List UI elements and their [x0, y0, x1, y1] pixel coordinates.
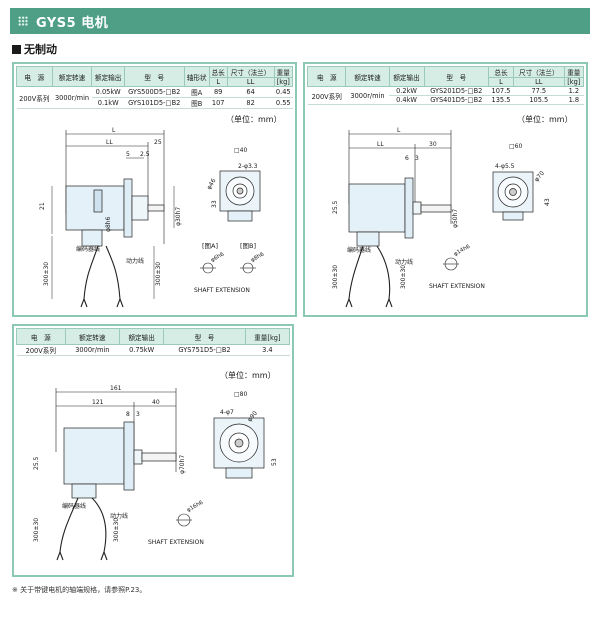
svg-text:3: 3	[136, 411, 140, 418]
svg-text:2-φ3.3: 2-φ3.3	[238, 163, 258, 170]
svg-text:6: 6	[405, 155, 409, 162]
svg-text:φ8h6: φ8h6	[250, 251, 266, 264]
svg-text:300±30: 300±30	[113, 518, 120, 542]
svg-text:25.5: 25.5	[332, 200, 339, 214]
svg-text:LL: LL	[377, 141, 384, 148]
section-title: 无制动	[12, 41, 57, 57]
svg-text:□80: □80	[234, 391, 247, 398]
svg-text:300±30: 300±30	[155, 262, 162, 286]
svg-text:φ70h7: φ70h7	[179, 455, 186, 474]
svg-text:φ8h6: φ8h6	[105, 216, 112, 232]
panel-gys500-gys101: 电 源 额定转速 额定输出 型 号 轴形状 总长 尺寸（法兰） 重量 L LL …	[12, 62, 297, 317]
svg-text:161: 161	[110, 385, 122, 392]
svg-text:8: 8	[126, 411, 130, 418]
panel-gys751: 电 源 额定转速 额定输出 型 号 重量[kg] 200V系列 3000r/mi…	[12, 324, 294, 577]
unit-label: （单位：mm）	[226, 115, 282, 124]
svg-text:编码器线: 编码器线	[62, 502, 86, 510]
svg-text:300±30: 300±30	[33, 518, 40, 542]
svg-text:25: 25	[154, 139, 162, 146]
svg-text:121: 121	[92, 399, 104, 406]
svg-text:2.5: 2.5	[140, 151, 150, 158]
svg-text:SHAFT EXTENSION: SHAFT EXTENSION	[429, 283, 485, 290]
unit-label: （单位：mm）	[517, 115, 573, 124]
drawing-1: L LL 25 5 2.5 21 300±30 300±30 φ30h7 φ8h…	[39, 127, 266, 308]
svg-text:L: L	[112, 127, 116, 134]
svg-text:33: 33	[211, 200, 218, 208]
svg-text:300±30: 300±30	[43, 262, 50, 286]
svg-text:□60: □60	[509, 143, 522, 150]
grip-icon	[18, 16, 28, 26]
svg-text:300±30: 300±30	[332, 265, 339, 289]
svg-text:φ14h6: φ14h6	[453, 243, 472, 257]
spec-table-2: 电 源 额定转速 额定输出 型 号 总长 尺寸（法兰） 重量 L LL [kg]…	[306, 66, 585, 105]
page-title: GYS5 电机	[36, 16, 109, 31]
svg-text:L: L	[397, 127, 401, 134]
svg-text:[图B]: [图B]	[240, 242, 256, 250]
title-bar: GYS5 电机	[10, 8, 590, 34]
svg-text:4-φ5.5: 4-φ5.5	[495, 163, 515, 170]
footnote: ※ 关于带键电机的轴端规格，请参照P.23。	[12, 586, 147, 594]
table-row: 200V系列 3000r/min 0.05kW GYS500D5-□B2 图A …	[16, 86, 293, 109]
panel-gys201-gys401: 电 源 额定转速 额定输出 型 号 总长 尺寸（法兰） 重量 L LL [kg]…	[303, 62, 588, 317]
svg-text:φ70: φ70	[533, 170, 546, 184]
svg-text:φ6h6: φ6h6	[210, 251, 226, 264]
svg-text:φ46: φ46	[206, 177, 218, 191]
svg-text:φ30h7: φ30h7	[175, 207, 182, 226]
svg-text:动力线: 动力线	[395, 258, 413, 266]
svg-text:[图A]: [图A]	[202, 242, 218, 250]
svg-text:LL: LL	[106, 139, 113, 146]
spec-table-3: 电 源 额定转速 额定输出 型 号 重量[kg] 200V系列 3000r/mi…	[16, 328, 291, 356]
svg-text:φ50h7: φ50h7	[452, 209, 459, 228]
drawing-3: 161 121 40 8 3 25.5 300±30 300±30 φ70h7 …	[33, 385, 278, 561]
table-row: 200V系列 3000r/min 0.2kW GYS201D5-□B2 107.…	[307, 86, 584, 105]
svg-text:SHAFT EXTENSION: SHAFT EXTENSION	[194, 287, 250, 294]
svg-text:φ16h6: φ16h6	[186, 499, 205, 513]
table-row: 0.1kW GYS101D5-□B2 图B 107 82 0.55	[17, 97, 293, 109]
drawing-2: L LL 30 6 3 25.5 300±30 300±30 φ50h7 编码器…	[332, 127, 551, 308]
svg-text:3: 3	[415, 155, 419, 162]
svg-text:21: 21	[39, 202, 46, 210]
table-row: 200V系列 3000r/min 0.75kW GYS751D5-□B2 3.4	[16, 344, 290, 356]
svg-text:53: 53	[271, 458, 278, 466]
spec-table-1: 电 源 额定转速 额定输出 型 号 轴形状 总长 尺寸（法兰） 重量 L LL …	[16, 66, 294, 109]
svg-text:5: 5	[126, 151, 130, 158]
svg-text:300±30: 300±30	[400, 265, 407, 289]
svg-text:25.5: 25.5	[33, 456, 40, 470]
svg-text:40: 40	[152, 399, 160, 406]
unit-label: （单位：mm）	[220, 371, 276, 380]
square-bullet-icon	[12, 45, 21, 54]
svg-text:编码器线: 编码器线	[347, 246, 371, 254]
svg-text:43: 43	[544, 198, 551, 206]
svg-text:30: 30	[429, 141, 437, 148]
svg-text:SHAFT EXTENSION: SHAFT EXTENSION	[148, 539, 204, 546]
svg-text:4-φ7: 4-φ7	[220, 409, 234, 416]
svg-text:动力线: 动力线	[110, 512, 128, 520]
table-row: 0.4kW GYS401D5-□B2 135.5 105.5 1.8	[308, 95, 584, 105]
svg-text:动力线: 动力线	[126, 257, 144, 265]
svg-text:编码器线: 编码器线	[76, 245, 100, 253]
svg-text:□40: □40	[234, 147, 247, 154]
